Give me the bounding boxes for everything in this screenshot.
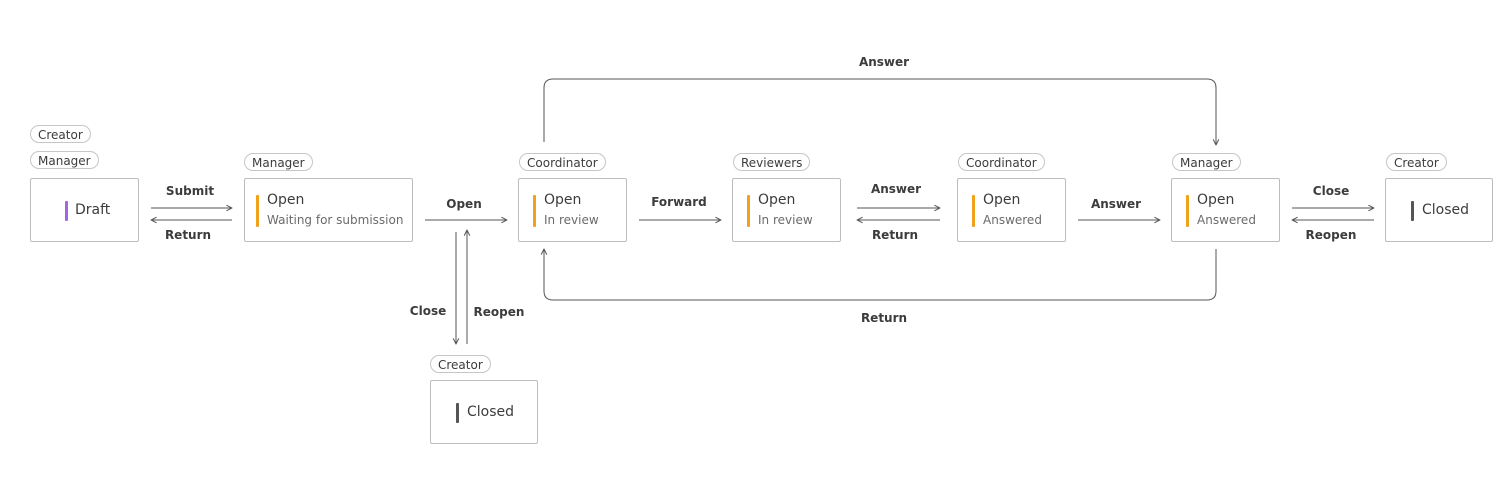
transition-label-reopen: Reopen: [473, 305, 525, 319]
state-box-closed-bottom: Closed: [430, 380, 538, 444]
role-tag-creator: Creator: [1386, 153, 1447, 171]
state-box-closed-right: Closed: [1385, 178, 1493, 242]
transition-label-answer: Answer: [1090, 197, 1142, 211]
state-subtitle: In review: [758, 213, 813, 227]
arrow-return-bottom-loop: [544, 249, 1217, 301]
state-color-bar: [65, 201, 68, 221]
transition-label-return: Return: [871, 228, 919, 242]
state-box-reviewers-review: Open In review: [732, 178, 841, 242]
state-box-manager-answered: Open Answered: [1171, 178, 1280, 242]
role-tag-creator: Creator: [30, 125, 91, 143]
state-subtitle: In review: [544, 213, 599, 227]
transition-label-close: Close: [1312, 184, 1350, 198]
state-title: Open: [1197, 192, 1235, 208]
state-color-bar: [1186, 195, 1189, 227]
state-title: Closed: [1422, 202, 1470, 218]
state-color-bar: [256, 195, 259, 227]
state-subtitle: Answered: [1197, 213, 1256, 227]
transition-label-answer: Answer: [870, 182, 922, 196]
state-color-bar: [1411, 201, 1414, 221]
transition-label-submit: Submit: [165, 184, 215, 198]
state-title: Draft: [75, 202, 111, 218]
state-box-coordinator-answered: Open Answered: [957, 178, 1066, 242]
state-color-bar: [747, 195, 750, 227]
state-box-open-waiting: Open Waiting for submission: [244, 178, 413, 242]
role-tag-manager: Manager: [1172, 153, 1241, 171]
state-color-bar: [972, 195, 975, 227]
transition-label-close: Close: [409, 304, 447, 318]
state-box-draft: Draft: [30, 178, 139, 242]
role-tag-manager: Manager: [30, 151, 99, 169]
transition-label-return-bottom: Return: [860, 311, 908, 325]
transition-label-forward: Forward: [651, 195, 707, 209]
transition-label-answer-top: Answer: [858, 55, 910, 69]
role-tag-creator: Creator: [430, 355, 491, 373]
arrow-answer-top-loop: [543, 78, 1216, 145]
transition-label-reopen: Reopen: [1305, 228, 1357, 242]
state-title: Open: [544, 192, 582, 208]
state-subtitle: Answered: [983, 213, 1042, 227]
transition-label-return: Return: [164, 228, 212, 242]
state-subtitle: Waiting for submission: [267, 213, 404, 227]
role-tag-coordinator: Coordinator: [519, 153, 606, 171]
state-title: Open: [983, 192, 1021, 208]
state-title: Open: [758, 192, 796, 208]
role-tag-coordinator: Coordinator: [958, 153, 1045, 171]
state-color-bar: [533, 195, 536, 227]
state-title: Closed: [467, 404, 515, 420]
state-box-coordinator-review: Open In review: [518, 178, 627, 242]
state-color-bar: [456, 403, 459, 423]
transition-label-open: Open: [446, 197, 482, 211]
state-title: Open: [267, 192, 305, 208]
role-tag-reviewers: Reviewers: [733, 153, 811, 171]
role-tag-manager: Manager: [244, 153, 313, 171]
